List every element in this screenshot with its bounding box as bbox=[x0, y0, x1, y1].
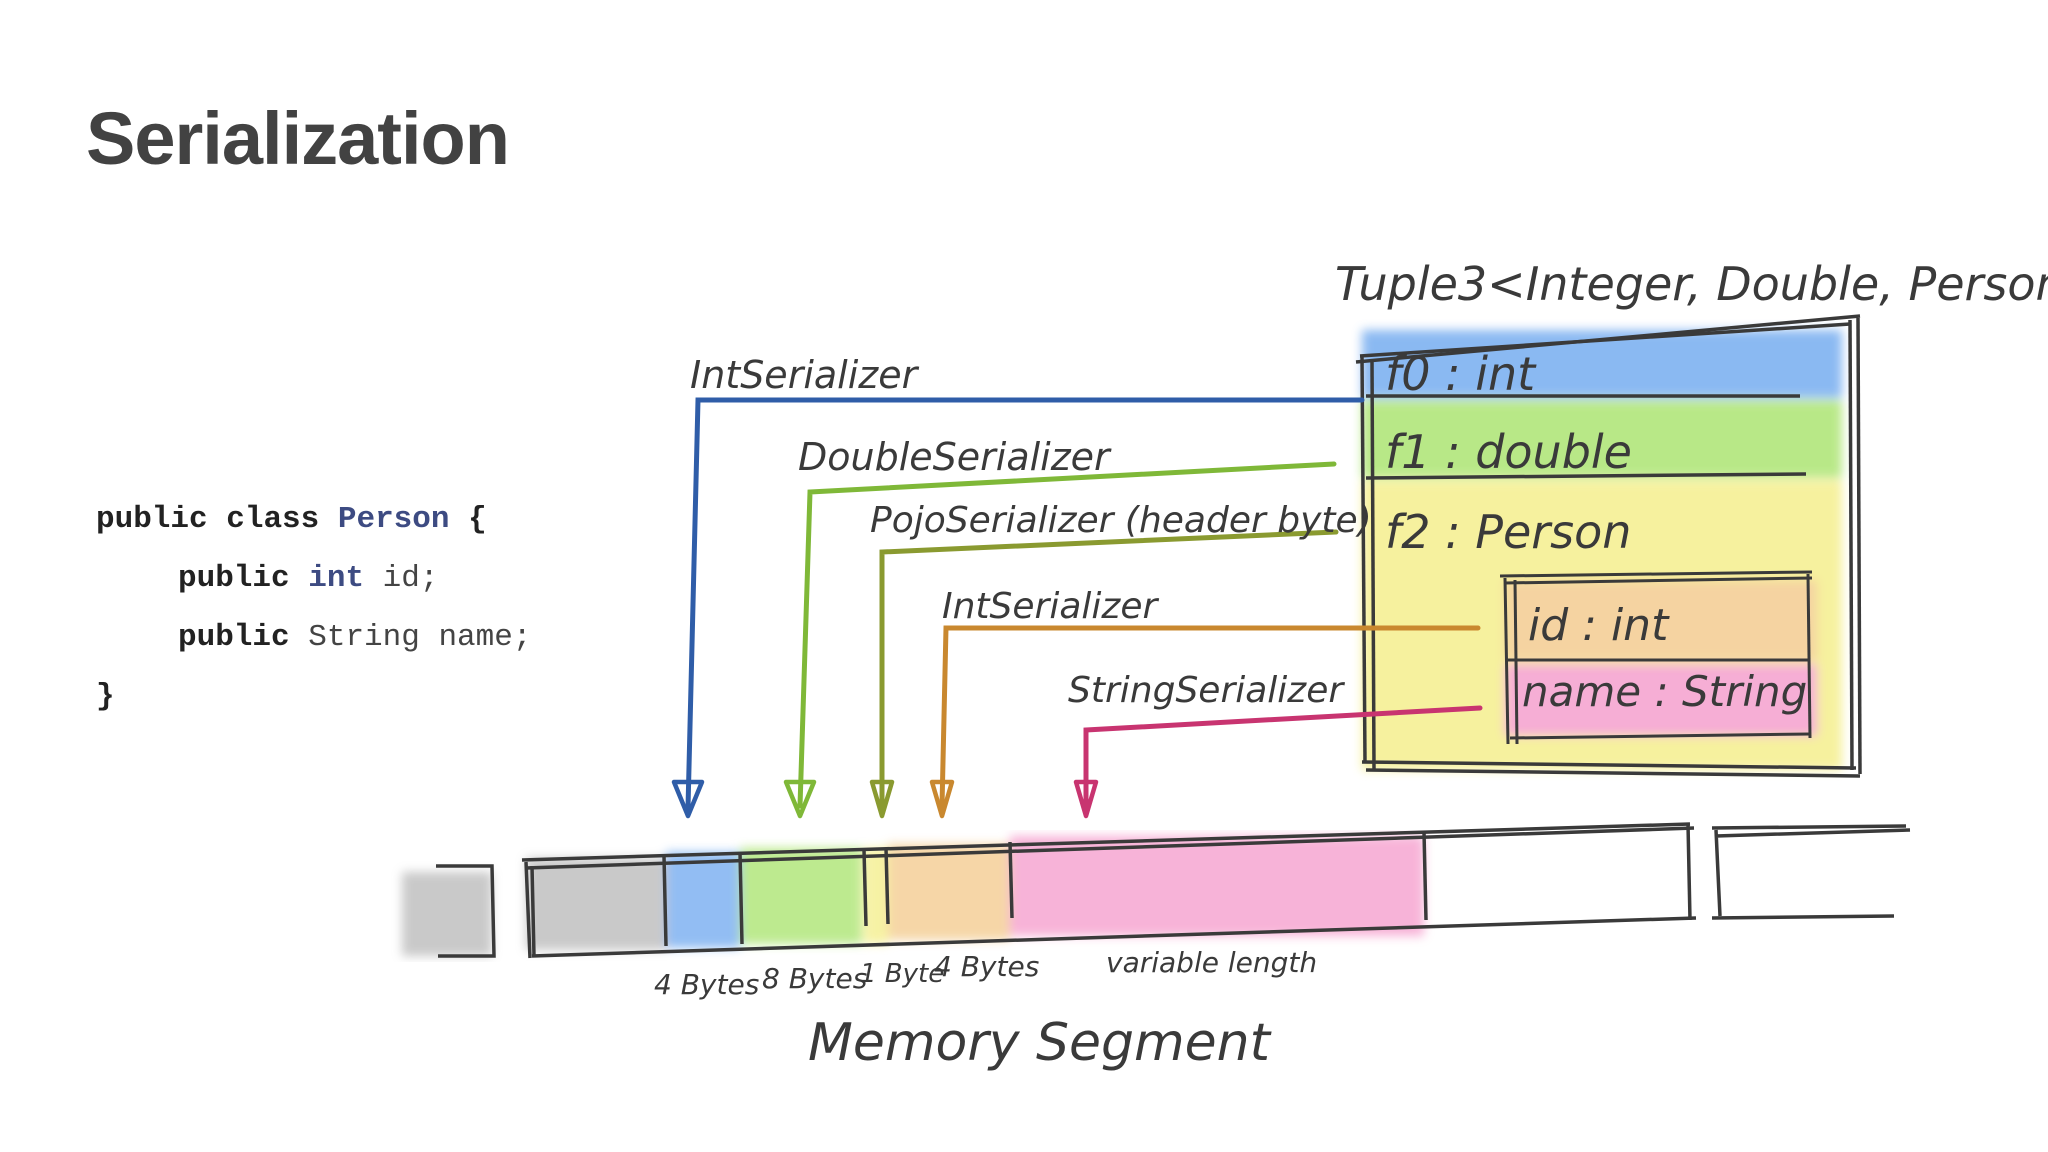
size-label-double: 8 Bytes bbox=[762, 962, 867, 995]
nested-field-id: id : int bbox=[1528, 600, 1670, 651]
tuple-label: Tuple3<Integer, Double, Person> bbox=[1335, 257, 2048, 311]
size-label-byte: 1 Byte bbox=[860, 959, 944, 989]
double-serializer-arrow bbox=[797, 461, 1337, 809]
segment-prev-wash bbox=[402, 872, 492, 956]
code-text: String name; bbox=[308, 620, 532, 655]
field-f2: f2 : Person bbox=[1385, 505, 1631, 559]
segment-prev bbox=[436, 864, 496, 958]
string-serializer-arrowhead bbox=[1073, 779, 1099, 819]
nested-field-name: name : String bbox=[1522, 667, 1807, 716]
serializer-label-pojo: PojoSerializer (header byte) bbox=[870, 500, 1372, 541]
nested-int-serializer-arrow bbox=[939, 625, 1481, 809]
serializer-label-double: DoubleSerializer bbox=[798, 435, 1112, 479]
nested-int-serializer-arrowhead bbox=[929, 779, 955, 819]
code-line-4: } bbox=[96, 667, 531, 726]
code-line-2: public int id; bbox=[96, 549, 531, 608]
field-f1: f1 : double bbox=[1385, 425, 1632, 479]
size-label-nested-int: 4 Bytes bbox=[934, 950, 1039, 983]
code-class-name: Person bbox=[337, 502, 450, 537]
code-brace: } bbox=[96, 679, 115, 714]
code-snippet: public class Person { public int id; pub… bbox=[96, 490, 531, 726]
segment-nested-int-wash bbox=[888, 844, 1010, 940]
serializer-label-nested-int: IntSerializer bbox=[942, 586, 1159, 627]
code-keyword: public bbox=[178, 620, 290, 655]
int-serializer-arrowhead bbox=[671, 779, 705, 819]
code-line-3: public String name; bbox=[96, 608, 531, 667]
nested-name-wash bbox=[1505, 664, 1817, 736]
pojo-serializer-arrow bbox=[879, 529, 1339, 809]
pojo-serializer-arrowhead bbox=[869, 779, 895, 819]
size-label-int: 4 Bytes bbox=[654, 968, 759, 1001]
size-label-string: variable length bbox=[1106, 946, 1317, 979]
segment-next bbox=[1711, 824, 1911, 920]
serializer-label-int: IntSerializer bbox=[690, 353, 920, 397]
code-line-1: public class Person { bbox=[96, 490, 531, 549]
segment-double-wash bbox=[740, 848, 862, 944]
segment-header-wash bbox=[526, 858, 666, 950]
segment-int-wash bbox=[666, 852, 740, 948]
field-f0: f0 : int bbox=[1385, 347, 1537, 401]
segment-byte-wash bbox=[864, 848, 888, 944]
serializer-label-string: StringSerializer bbox=[1068, 670, 1345, 711]
code-type: int bbox=[308, 561, 365, 596]
code-text: id; bbox=[382, 561, 439, 596]
code-keyword: public bbox=[96, 502, 208, 537]
memory-segment-label: Memory Segment bbox=[808, 1013, 1272, 1073]
page-title: Serialization bbox=[86, 97, 510, 180]
segment-string-wash bbox=[1010, 836, 1424, 936]
code-keyword: public bbox=[178, 561, 290, 596]
field-f1-wash bbox=[1362, 400, 1842, 478]
int-serializer-arrow bbox=[685, 397, 1365, 811]
nested-id-wash bbox=[1505, 580, 1817, 660]
double-serializer-arrowhead bbox=[783, 779, 817, 819]
code-brace: { bbox=[468, 502, 487, 537]
code-keyword: class bbox=[226, 502, 320, 537]
